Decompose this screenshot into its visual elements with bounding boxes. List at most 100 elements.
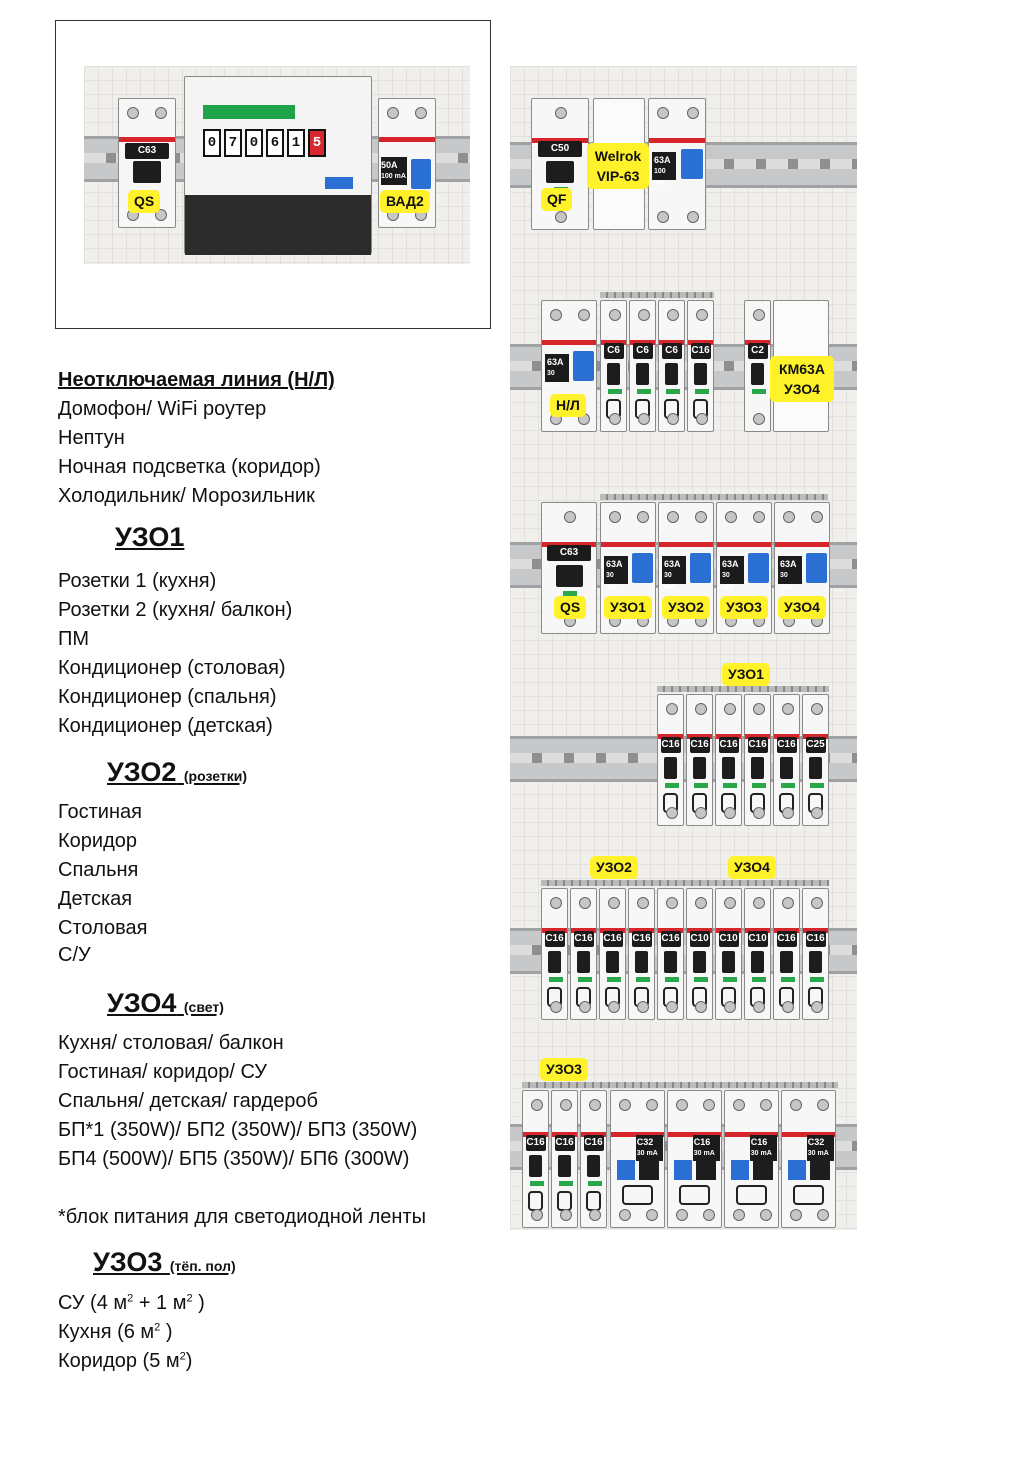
uzo2-item: Гостиная bbox=[58, 801, 142, 823]
vad2-tag: ВАД2 bbox=[380, 190, 430, 213]
electricity-meter: 0 7 0 6 1 5 bbox=[184, 76, 372, 255]
row4-breaker-rating: C16 bbox=[718, 737, 739, 754]
row2-breaker: C16 bbox=[687, 300, 714, 432]
row5-breaker: C10 bbox=[715, 888, 742, 1020]
row6-breaker: C16 bbox=[551, 1090, 578, 1228]
row1-qf-tag: QF bbox=[541, 188, 573, 211]
footnote: *блок питания для светодиодной ленты bbox=[58, 1206, 426, 1228]
nl-item: Ночная подсветка (коридор) bbox=[58, 456, 321, 478]
uzo2-item: Детская bbox=[58, 888, 133, 910]
row2-breaker-rating: C6 bbox=[661, 343, 682, 360]
row6-breaker: C16 bbox=[522, 1090, 549, 1228]
uzo1-item: Розетки 1 (кухня) bbox=[58, 570, 217, 592]
row5-breaker-rating: C10 bbox=[747, 931, 768, 948]
meter-digit: 6 bbox=[266, 129, 284, 157]
row5-breaker-rating: C16 bbox=[631, 931, 652, 948]
row2-breaker-rating: C6 bbox=[603, 343, 624, 360]
row3-rcd-rating: 63A bbox=[780, 558, 797, 569]
uzo1-title: УЗО1 bbox=[115, 522, 185, 552]
row5-breaker: C10 bbox=[686, 888, 713, 1020]
uzo3-title: УЗО3 (тёп. пол) bbox=[93, 1247, 236, 1278]
row6-tag: УЗО3 bbox=[540, 1058, 588, 1081]
uzo1-item: Кондиционер (спальня) bbox=[58, 686, 277, 708]
row5-tag-uzo4: УЗО4 bbox=[728, 856, 776, 879]
row5-breaker: C16 bbox=[599, 888, 626, 1020]
row1-rcd-leak: 100 mA bbox=[654, 167, 666, 187]
row2-rcd-rating: 63A bbox=[547, 356, 564, 367]
row6-dif-leak: 30 mA bbox=[807, 1150, 829, 1158]
row3-rcd-leak: 30 mA bbox=[722, 571, 734, 591]
row5-breaker: C16 bbox=[773, 888, 800, 1020]
meter-counter: 0 7 0 6 1 5 bbox=[203, 129, 326, 157]
row4-breaker-rating: C16 bbox=[660, 737, 681, 754]
qs-rating: C63 bbox=[124, 143, 170, 159]
meter-digit: 5 bbox=[308, 129, 326, 157]
row4-breaker: C25 bbox=[802, 694, 829, 826]
row6-dif-rating: C32 bbox=[636, 1137, 654, 1148]
vad2-rating: 50A bbox=[381, 160, 398, 170]
uzo4-item: Спальня/ детская/ гардероб bbox=[58, 1090, 318, 1112]
nl-item: Домофон/ WiFi роутер bbox=[58, 398, 267, 420]
row5-breaker-rating: C16 bbox=[805, 931, 826, 948]
vad2-leak: 100 mA bbox=[381, 173, 406, 180]
nl-title: Неотключаемая линия (Н/Л) bbox=[58, 369, 335, 391]
uzo4-item: БП4 (500W)/ БП5 (350W)/ БП6 (300W) bbox=[58, 1148, 410, 1170]
uzo2-item: Спальня bbox=[58, 859, 139, 881]
meter-panel: C63 QS 0 7 0 6 1 5 50A 100 mA ВАД2 bbox=[84, 66, 470, 264]
uzo4-subtitle: (свет) bbox=[183, 999, 224, 1015]
uzo2-title: УЗО2 (розетки) bbox=[107, 757, 247, 788]
uzo4-item: Гостиная/ коридор/ СУ bbox=[58, 1061, 267, 1083]
row2-c2-breaker: C2 bbox=[744, 300, 771, 432]
uzo4-title-text: УЗО4 bbox=[107, 988, 177, 1018]
qs-tag: QS bbox=[128, 190, 161, 213]
row4-breaker: C16 bbox=[657, 694, 684, 826]
row3-rcd-rating: 63A bbox=[664, 558, 681, 569]
uzo1-item: ПМ bbox=[58, 628, 90, 650]
nl-item: Нептун bbox=[58, 427, 125, 449]
row2-breaker: C6 bbox=[629, 300, 656, 432]
meter-digit: 1 bbox=[287, 129, 305, 157]
row5-breaker: C16 bbox=[628, 888, 655, 1020]
uzo2-item: С/У bbox=[58, 944, 91, 966]
uzo4-title: УЗО4 (свет) bbox=[107, 988, 224, 1019]
uzo3-item: Кухня (6 м2 ) bbox=[58, 1321, 173, 1343]
row3-uzo3-tag: УЗО3 bbox=[720, 596, 768, 619]
row5-breaker: C16 bbox=[657, 888, 684, 1020]
row6-dif-leak: 30 mA bbox=[636, 1150, 658, 1158]
row5-breaker-rating: C16 bbox=[660, 931, 681, 948]
row5-breaker-rating: C10 bbox=[689, 931, 710, 948]
row3-qs-breaker-rating: C63 bbox=[547, 545, 591, 562]
row3-uzo1-tag: УЗО1 bbox=[604, 596, 652, 619]
uzo2-title-text: УЗО2 bbox=[107, 757, 177, 787]
uzo3-item: Коридор (5 м2) bbox=[58, 1350, 193, 1372]
row5-breaker: C10 bbox=[744, 888, 771, 1020]
row5-tag-uzo2: УЗО2 bbox=[590, 856, 638, 879]
row5-breaker: C16 bbox=[802, 888, 829, 1020]
row2-nl-tag: Н/Л bbox=[550, 394, 586, 417]
meter-panel-frame bbox=[55, 20, 491, 329]
row2-breaker: C6 bbox=[658, 300, 685, 432]
row4-breaker-rating: C16 bbox=[776, 737, 797, 754]
row2-breaker-rating: C6 bbox=[632, 343, 653, 360]
row6-breaker-rating: C16 bbox=[554, 1135, 575, 1152]
row2-breaker: C6 bbox=[600, 300, 627, 432]
uzo3-item: СУ (4 м2 + 1 м2 ) bbox=[58, 1292, 205, 1314]
row4-breaker-rating: C25 bbox=[805, 737, 826, 754]
row4-breaker: C16 bbox=[715, 694, 742, 826]
meter-digit: 7 bbox=[224, 129, 242, 157]
row5-breaker-rating: C16 bbox=[573, 931, 594, 948]
row2-km-tag: КМ63А УЗО4 bbox=[770, 356, 834, 402]
row4-breaker: C16 bbox=[773, 694, 800, 826]
row3-rcd-leak: 30 mA bbox=[606, 571, 618, 591]
uzo1-item: Кондиционер (детская) bbox=[58, 715, 273, 737]
row2-breaker-rating: C16 bbox=[690, 343, 711, 360]
row1-relay-tag: Welrok VIP-63 bbox=[587, 143, 649, 189]
uzo4-item: БП*1 (350W)/ БП2 (350W)/ БП3 (350W) bbox=[58, 1119, 418, 1141]
uzo4-item: Кухня/ столовая/ балкон bbox=[58, 1032, 284, 1054]
row5-breaker: C16 bbox=[570, 888, 597, 1020]
row6-dif-rating: C16 bbox=[750, 1137, 768, 1148]
row6-dif-breaker: C32 30 mA bbox=[610, 1090, 665, 1228]
row3-uzo4-tag: УЗО4 bbox=[778, 596, 826, 619]
